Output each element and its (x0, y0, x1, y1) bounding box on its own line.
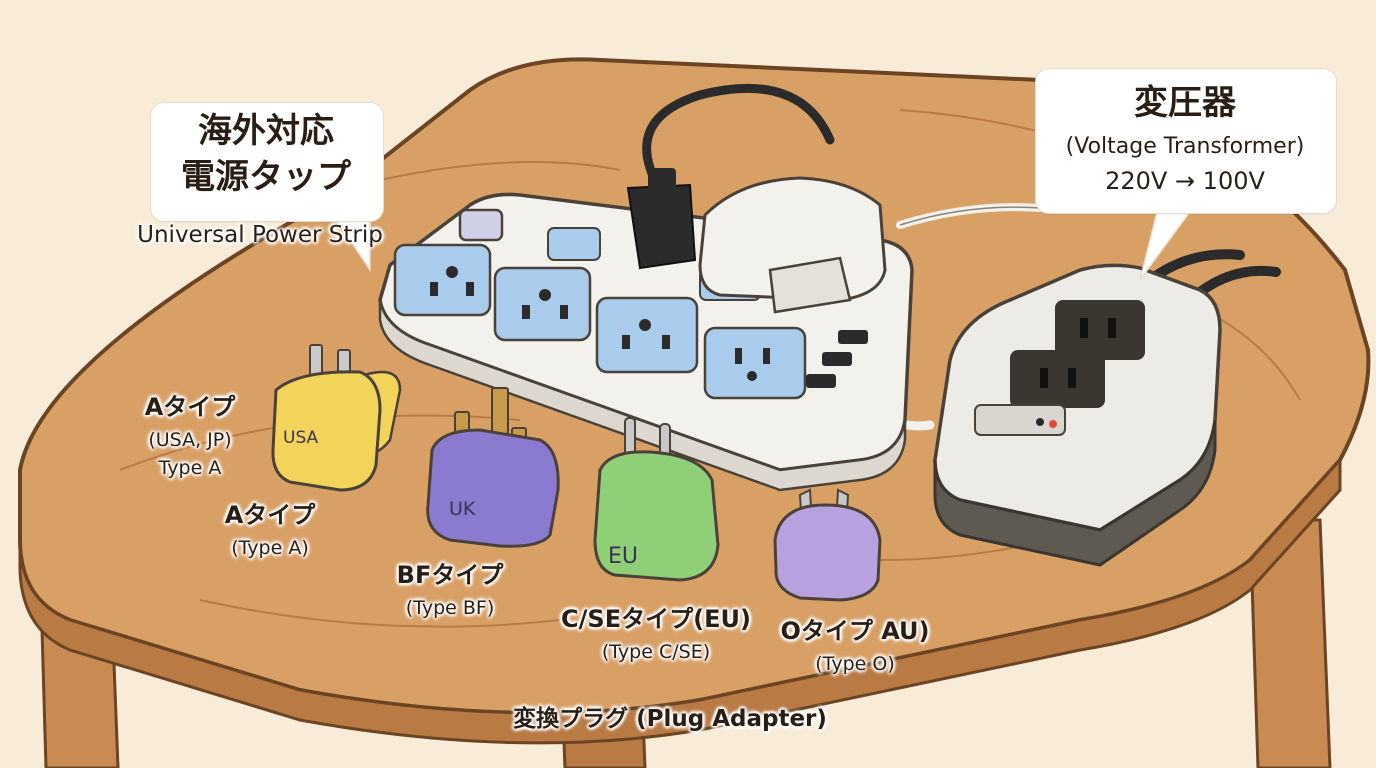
power-strip-bubble (150, 102, 384, 222)
au-plug (773, 488, 882, 602)
power-strip-title-line1: 海外対応 (198, 111, 334, 151)
transformer-subtitle: (Voltage Transformer) (1065, 134, 1305, 159)
uk-plug (426, 387, 560, 548)
voltage-transformer (933, 263, 1222, 567)
black-cable (642, 84, 835, 195)
usa-plug (271, 344, 402, 492)
eu-plug-label: C/SEタイプ(EU) (561, 605, 751, 633)
transformer-rating: 220V → 100V (1105, 167, 1265, 195)
eu-plug-mark: EU (608, 544, 639, 569)
transformer-bubble (1035, 68, 1337, 214)
usa-plug-line3: Type A (158, 457, 222, 479)
white-adapter (698, 176, 887, 314)
au-plug-label: Oタイプ AU) (780, 617, 930, 645)
black-plug (626, 168, 697, 270)
usa-plug-label: Aタイプ (144, 393, 236, 421)
plug-adapter-label: 変換プラグ (Plug Adapter) (513, 706, 827, 732)
transformer-title: 変圧器 (1134, 83, 1236, 123)
type-a-line2: (Type A) (231, 537, 309, 559)
uk-plug-mark: UK (449, 498, 476, 520)
power-strip-subtitle: Universal Power Strip (137, 222, 383, 248)
eu-plug (593, 417, 720, 582)
uk-plug-label: BFタイプ (396, 561, 504, 589)
eu-plug-line2: (Type C/SE) (601, 641, 711, 663)
usa-plug-line2: (USA, JP) (148, 429, 232, 451)
usb-ports (806, 330, 868, 388)
uk-plug-line2: (Type BF) (405, 597, 495, 619)
au-plug-line2: (Type O) (815, 653, 895, 675)
power-strip-title-line2: 電源タップ (181, 157, 351, 197)
type-a-label: Aタイプ (224, 501, 316, 529)
usa-plug-mark: USA (283, 428, 319, 448)
